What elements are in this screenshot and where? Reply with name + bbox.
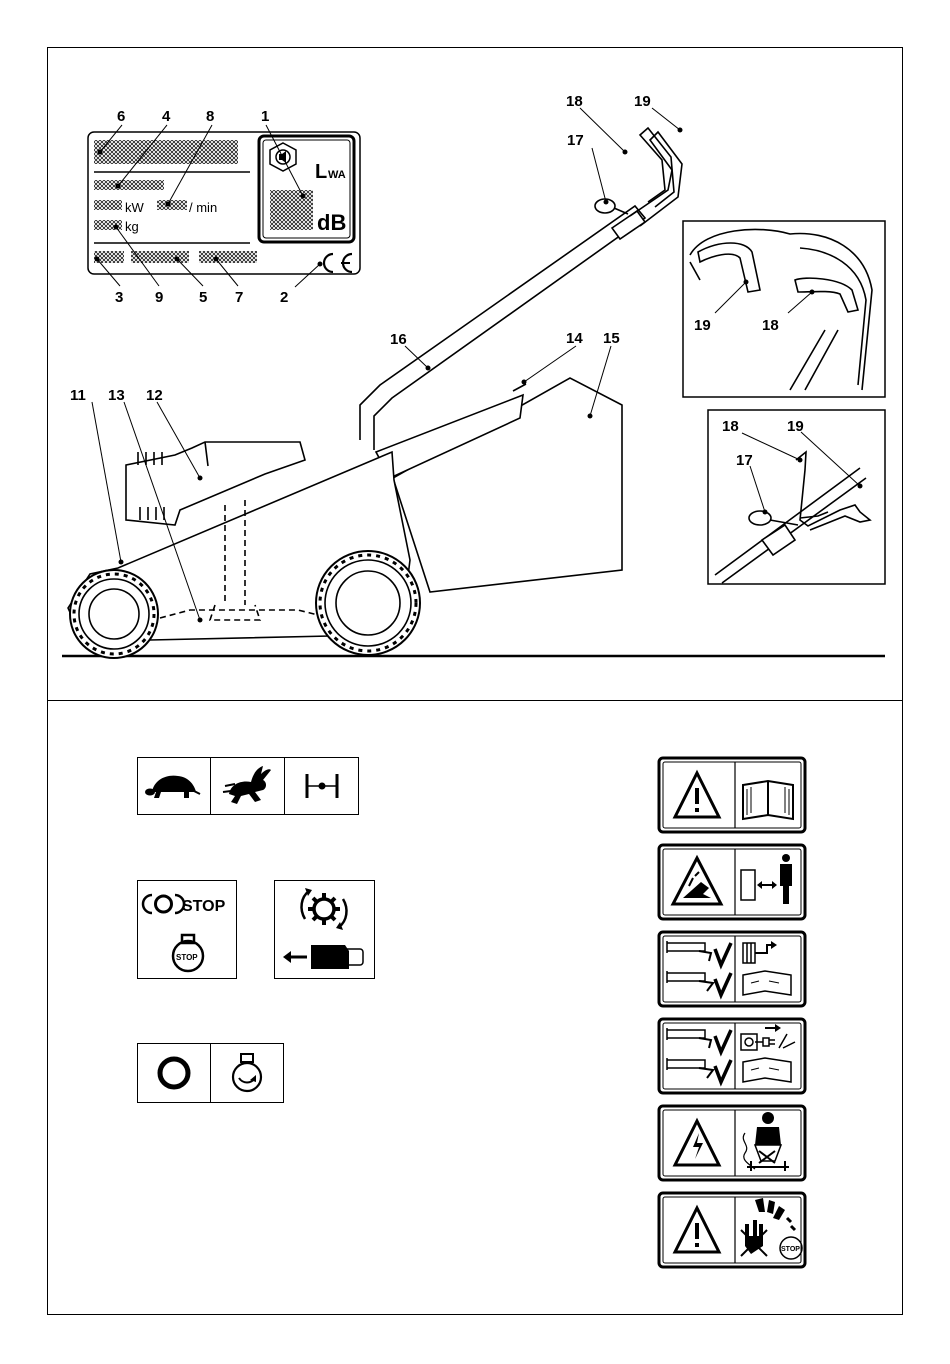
callout-19: 19 (634, 93, 651, 110)
detail-handle-view: 19 18 (683, 221, 885, 397)
plate-kg: kg (125, 219, 139, 234)
throttle-range-icon (284, 757, 359, 815)
callout-17: 17 (567, 132, 584, 149)
callout-18: 18 (566, 93, 583, 110)
plate-field-db (270, 190, 313, 230)
callout-13: 13 (108, 387, 125, 404)
tortoise-icon (137, 757, 211, 815)
plate-field-5 (131, 251, 189, 263)
detail2-callout-17: 17 (736, 452, 753, 469)
warning-stop-label: STOP (781, 1246, 800, 1253)
callout-3: 3 (115, 289, 123, 306)
callout-9: 9 (155, 289, 163, 306)
plate-field-kw (94, 200, 122, 210)
callout-16: 16 (390, 331, 407, 348)
warning-disconnect-spark-plug-icon (659, 932, 805, 1006)
callout-7: 7 (235, 289, 243, 306)
plate-field-6 (94, 140, 238, 164)
plate-field-4 (94, 180, 164, 190)
engine-start-icon (210, 1043, 284, 1103)
detail2-callout-19: 19 (787, 418, 804, 435)
detail1-callout-18: 18 (762, 317, 779, 334)
warning-labels: STOP (655, 755, 815, 1275)
callout-15: 15 (603, 330, 620, 347)
stop-icon: STOP STOP (137, 880, 237, 979)
warning-read-manual-icon (659, 758, 805, 832)
callout-1: 1 (261, 108, 269, 125)
mower-diagram: kW / min kg L WA dB (0, 0, 950, 700)
warning-disconnect-power-icon (659, 1019, 805, 1093)
plate-field-7 (199, 251, 257, 263)
warning-electric-shock-icon (659, 1106, 805, 1180)
engine-symbol-group (137, 1043, 284, 1103)
plate-lwa-l: L (315, 161, 327, 183)
stop-label-bottom: STOP (176, 953, 198, 962)
hare-icon (210, 757, 285, 815)
plate-per-min: / min (189, 200, 217, 215)
plate-kw: kW (125, 200, 145, 215)
callout-5: 5 (199, 289, 207, 306)
off-icon (137, 1043, 211, 1103)
plate-lwa-sub: WA (328, 169, 346, 181)
detail2-callout-18: 18 (722, 418, 739, 435)
blade-rotation-icon (274, 880, 375, 979)
warning-thrown-objects-icon (659, 845, 805, 919)
rating-plate: kW / min kg L WA dB (88, 132, 360, 274)
callout-14: 14 (566, 330, 583, 347)
detail1-callout-19: 19 (694, 317, 711, 334)
speed-symbol-group (137, 757, 359, 815)
detail-lever-view: 18 19 17 (708, 410, 885, 584)
callout-11: 11 (70, 387, 86, 404)
callout-8: 8 (206, 108, 214, 125)
plate-db: dB (317, 210, 346, 235)
warning-hands-feet-icon: STOP (659, 1193, 805, 1267)
callout-6: 6 (117, 108, 125, 125)
section-divider (47, 700, 903, 701)
stop-label-top: STOP (182, 898, 226, 915)
callout-4: 4 (162, 108, 171, 125)
callout-2: 2 (280, 289, 288, 306)
plate-field-8 (157, 200, 187, 210)
callout-12: 12 (146, 387, 163, 404)
